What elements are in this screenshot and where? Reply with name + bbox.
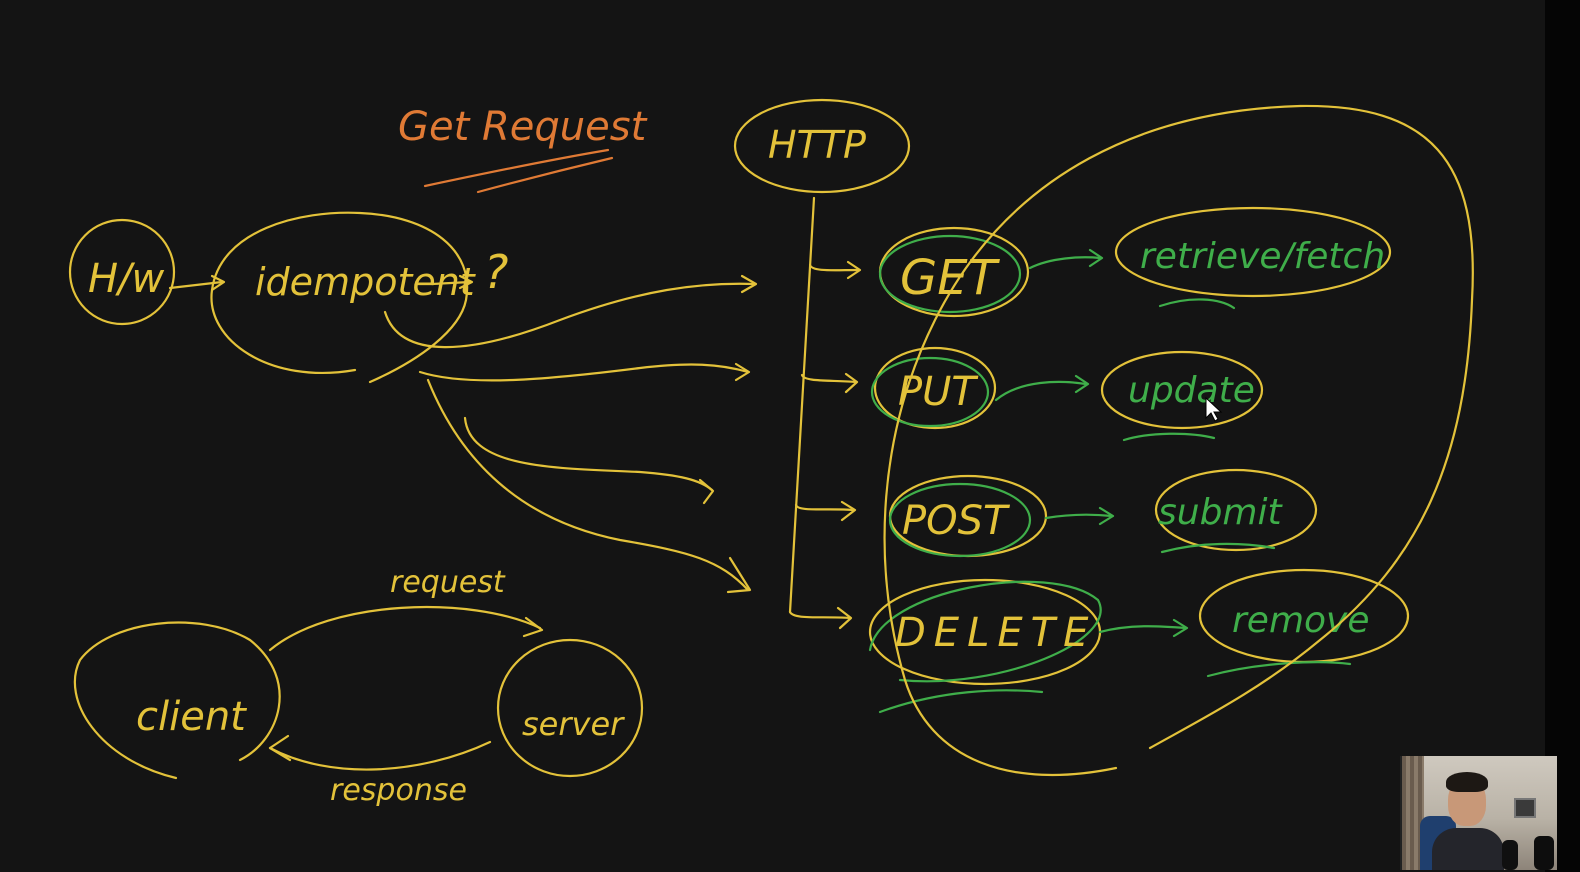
- branch-delete: [788, 610, 852, 620]
- delete-ellipse-green: [868, 580, 1102, 683]
- whiteboard-canvas: Get Request H/w idempotent ? HTTP: [0, 0, 1545, 872]
- arrow-delete-action: [1098, 625, 1188, 634]
- mouse-cursor-icon: [1205, 396, 1223, 422]
- idempotent-ellipse: [210, 211, 469, 384]
- right-dark-strip: [1545, 0, 1580, 872]
- submit-ellipse: [1154, 468, 1318, 552]
- response-arrow: [268, 740, 492, 771]
- submit-underline: [1160, 542, 1276, 554]
- put-ellipse-green: [870, 356, 990, 428]
- arrow-post-action-head: [1098, 506, 1115, 526]
- client-label: client: [136, 694, 247, 740]
- arrowhead-post: [698, 478, 715, 505]
- arrow-get-action: [1028, 256, 1102, 270]
- hw-label: H/w: [88, 256, 165, 302]
- post-ellipse-green: [888, 482, 1032, 558]
- arrow-delete-action-head: [1172, 618, 1189, 638]
- webcam-picture-frame: [1514, 798, 1536, 818]
- hw-circle: [68, 218, 176, 326]
- hw-arrowhead: [210, 274, 226, 292]
- get-ellipse-green: [878, 234, 1022, 314]
- webcam-person-torso: [1432, 828, 1504, 870]
- server-label: server: [522, 705, 625, 743]
- submit-label: submit: [1158, 492, 1283, 533]
- arrow-post-action: [1044, 513, 1114, 520]
- get-label: GET: [900, 250, 1001, 306]
- update-label: update: [1128, 370, 1255, 411]
- curve-to-put: [418, 363, 750, 382]
- arrowhead-put: [734, 362, 751, 382]
- webcam-shelf: [1402, 756, 1424, 870]
- arrow-put-action: [994, 380, 1088, 402]
- branch-get: [808, 263, 860, 272]
- retrieve-underline: [1158, 298, 1236, 310]
- arrowhead-get: [740, 274, 758, 294]
- webcam-person-hair: [1446, 772, 1488, 792]
- title-text: Get Request: [398, 104, 648, 150]
- title-underline-2: [476, 156, 614, 194]
- title-underline-1: [423, 148, 610, 188]
- branch-post: [794, 503, 856, 512]
- response-arrowhead: [268, 734, 292, 762]
- diagram-svg: Get Request H/w idempotent ? HTTP: [68, 98, 1474, 808]
- delete-label: DELETE: [895, 610, 1096, 656]
- webcam-microphone-2: [1534, 836, 1554, 870]
- idempotent-arrow: [430, 280, 472, 286]
- branch-post-arrowhead: [840, 500, 857, 522]
- enclosing-loop: [883, 104, 1474, 777]
- response-label: response: [330, 773, 467, 808]
- put-label: PUT: [898, 369, 979, 415]
- branch-get-arrowhead: [846, 260, 862, 280]
- branch-put: [800, 373, 858, 384]
- post-label: POST: [902, 498, 1011, 544]
- request-arrow: [268, 606, 542, 652]
- webcam-microphone: [1502, 840, 1518, 870]
- retrieve-ellipse: [1114, 206, 1392, 298]
- http-label: HTTP: [768, 123, 866, 167]
- http-trunk: [788, 196, 816, 614]
- http-ellipse: [733, 98, 911, 194]
- arrow-get-action-head: [1088, 248, 1104, 268]
- retrieve-label: retrieve/fetch: [1140, 236, 1385, 277]
- client-ellipse: [73, 621, 281, 780]
- update-ellipse: [1100, 350, 1264, 430]
- question-mark: ?: [484, 245, 508, 299]
- branch-put-arrowhead: [844, 372, 859, 394]
- arrow-put-action-head: [1074, 374, 1090, 394]
- branch-delete-arrowhead: [836, 606, 853, 630]
- curve-to-post: [463, 416, 714, 492]
- put-ellipse: [873, 346, 997, 430]
- update-underline: [1122, 432, 1216, 442]
- remove-label: remove: [1232, 600, 1370, 641]
- curve-to-get: [383, 282, 757, 349]
- request-arrowhead: [522, 616, 544, 638]
- curve-to-delete: [426, 378, 750, 592]
- request-label: request: [390, 565, 506, 600]
- presenter-webcam: [1400, 756, 1557, 870]
- server-ellipse: [496, 638, 644, 778]
- idempotent-label: idempotent: [255, 260, 477, 304]
- remove-underline: [1206, 661, 1352, 678]
- delete-underline: [878, 689, 1044, 714]
- idempotent-arrowhead: [458, 274, 474, 290]
- arrowhead-delete: [726, 556, 752, 594]
